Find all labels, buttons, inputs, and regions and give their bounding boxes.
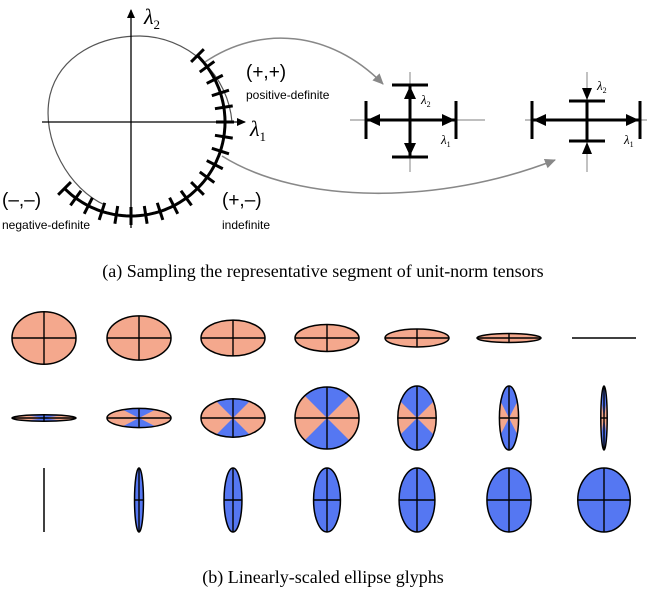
sample-tick [168, 197, 180, 215]
quadrant-nn-name: negative-definite [2, 218, 90, 232]
lambda1-axis-label: λ1 [249, 116, 266, 144]
caption-panel-a: (a) Sampling the representative segment … [102, 261, 543, 282]
sample-tick [198, 60, 216, 74]
lambda-axes [42, 9, 246, 228]
ellipse-glyph-r1-c6 [476, 332, 542, 344]
ellipse-glyph-r2-c1 [11, 414, 77, 422]
ellipse-glyph-r3-c2 [133, 467, 145, 533]
ellipse-glyph-r3-c4 [312, 467, 342, 533]
ellipse-glyph-r1-c5 [384, 328, 450, 348]
ellipse-glyph-r2-c4 [294, 386, 360, 450]
sample-tick [190, 181, 205, 196]
ellipse-glyph-r3-c6 [486, 467, 532, 533]
glyph-pp-lambda2-label: λ2 [420, 92, 431, 109]
ellipse-glyph-r1-c4 [294, 323, 360, 353]
sample-tick [190, 48, 205, 63]
sample-tick [82, 197, 94, 215]
quadrant-nn-sign: (–,–) [2, 190, 41, 211]
sample-tick [113, 205, 120, 224]
sample-tick [179, 189, 193, 207]
pointer-arrow-positive [204, 37, 384, 85]
panel-a: λ1 λ2 (+,+) positive-definite (–,–) nega… [2, 4, 647, 282]
pointer-arrow-indefinite [221, 155, 556, 195]
ellipse-glyph-r2-c3 [200, 398, 266, 438]
quadrant-pp-sign: (+,+) [246, 62, 286, 83]
ellipse-glyph-grid [11, 311, 636, 533]
ellipse-glyph-r2-c7 [600, 385, 608, 451]
ellipse-glyph-r2-c2 [106, 407, 172, 429]
ellipse-glyph-r1-c3 [200, 319, 266, 357]
glyph-pn-lambda1-label: λ1 [623, 132, 634, 149]
glyph-pn-lambda2-label: λ2 [596, 78, 607, 95]
sample-tick [206, 159, 224, 171]
sample-tick [69, 189, 83, 207]
sampled-segment [57, 48, 234, 225]
sample-tick [198, 170, 216, 184]
ellipse-glyph-r3-c7 [577, 467, 631, 533]
quadrant-pn-sign: (+,–) [222, 190, 262, 211]
ellipse-glyph-r3-c5 [398, 467, 436, 533]
ellipse-glyph-r2-c5 [397, 385, 437, 451]
ellipse-glyph-r1-c2 [106, 315, 172, 361]
sample-tick [211, 88, 230, 98]
quadrant-pn-name: indefinite [222, 218, 270, 232]
ellipse-glyph-r1-c1 [11, 311, 77, 365]
sample-tick [97, 202, 107, 221]
cross-glyph-indefinite [525, 72, 647, 172]
sample-tick [57, 181, 72, 196]
lambda2-axis-label: λ2 [143, 4, 160, 32]
sample-tick [206, 73, 224, 85]
sample-tick [214, 104, 233, 111]
quadrant-pp-name: positive-definite [246, 88, 330, 102]
sample-tick [142, 205, 149, 224]
ellipse-glyph-r3-c3 [223, 467, 243, 533]
glyph-pp-lambda1-label: λ1 [440, 132, 451, 149]
sample-tick [155, 202, 165, 221]
ellipse-glyph-r2-c6 [498, 385, 520, 451]
sample-tick [214, 133, 233, 140]
caption-panel-b: (b) Linearly-scaled ellipse glyphs [202, 567, 443, 588]
sample-tick [211, 146, 230, 156]
cross-glyph-positive [350, 72, 485, 172]
